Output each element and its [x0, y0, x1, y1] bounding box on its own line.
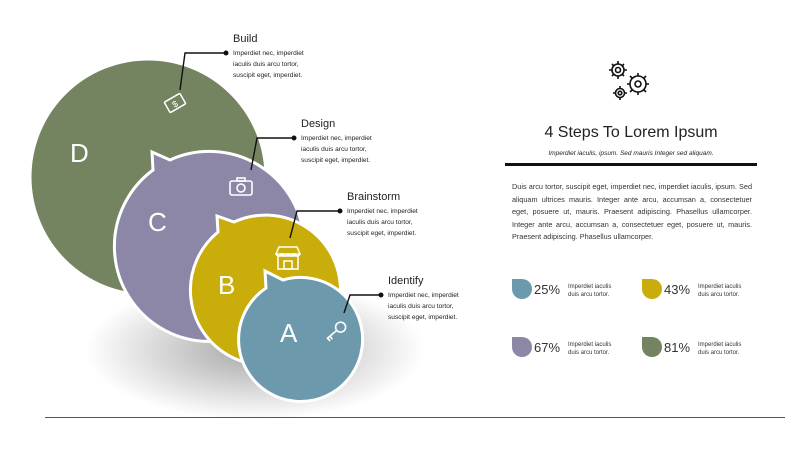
- stat-value: 25%: [534, 282, 561, 297]
- step-desc-line: Imperdiet nec, imperdiet: [347, 208, 418, 215]
- step-callout-brainstorm: Brainstorm Imperdiet nec, imperdiet iacu…: [347, 191, 497, 239]
- step-title: Build: [233, 33, 258, 45]
- leader-line-brainstorm: [289, 208, 343, 239]
- step-desc-line: Imperdiet nec, imperdiet: [301, 135, 372, 142]
- step-title: Brainstorm: [347, 191, 401, 203]
- stat-text-line: Imperdiet iaculis: [568, 284, 612, 290]
- stat-drop-81: [642, 337, 662, 357]
- stat-value: 81%: [664, 340, 691, 355]
- step-description: Imperdiet nec, imperdiet iaculis duis ar…: [347, 206, 497, 239]
- step-letter: B: [218, 270, 235, 300]
- stat-drop-25: [512, 279, 532, 299]
- stat-text: Imperdiet iaculis duis arcu tortor.: [698, 283, 778, 299]
- step-title: Design: [301, 118, 336, 130]
- leader-line-build: [179, 50, 229, 91]
- step-callout-design: Design Imperdiet nec, imperdiet iaculis …: [301, 118, 451, 166]
- step-description: Imperdiet nec, imperdiet iaculis duis ar…: [233, 48, 383, 81]
- stat-text-line: Imperdiet iaculis: [698, 284, 742, 290]
- stat-text-line: duis arcu tortor.: [698, 292, 740, 298]
- step-letter: C: [148, 207, 167, 237]
- stat-value: 67%: [534, 340, 561, 355]
- stat-text: Imperdiet iaculis duis arcu tortor.: [568, 341, 648, 357]
- leader-line-identify: [343, 292, 384, 314]
- step-letter: D: [70, 138, 89, 168]
- stat-text: Imperdiet iaculis duis arcu tortor.: [568, 283, 648, 299]
- panel-divider: [505, 163, 757, 166]
- step-desc-line: iaculis duis arcu tortor,: [301, 146, 367, 153]
- stat-text-line: duis arcu tortor.: [698, 350, 740, 356]
- step-desc-line: suscipit eget, imperdiet.: [347, 230, 417, 237]
- step-callout-build: Build Imperdiet nec, imperdiet iaculis d…: [233, 33, 383, 81]
- panel-title: 4 Steps To Lorem Ipsum: [544, 124, 718, 141]
- store-icon: [274, 246, 302, 270]
- step-desc-line: iaculis duis arcu tortor,: [233, 61, 299, 68]
- step-circle-a: A: [237, 268, 365, 403]
- step-desc-line: suscipit eget, imperdiet.: [301, 157, 371, 164]
- step-desc-line: iaculis duis arcu tortor,: [347, 219, 413, 226]
- stat-value: 43%: [664, 282, 691, 297]
- stat-text-line: duis arcu tortor.: [568, 350, 610, 356]
- step-desc-line: Imperdiet nec, imperdiet: [233, 50, 304, 57]
- stat-text-line: Imperdiet iaculis: [698, 342, 742, 348]
- step-callout-identify: Identify Imperdiet nec, imperdiet iaculi…: [388, 275, 538, 323]
- gears-icon: [609, 61, 649, 100]
- step-letter: A: [280, 318, 298, 348]
- stat-drop-67: [512, 337, 532, 357]
- step-description: Imperdiet nec, imperdiet iaculis duis ar…: [301, 133, 451, 166]
- stat-text-line: duis arcu tortor.: [568, 292, 610, 298]
- key-icon: [326, 321, 347, 342]
- panel-subtitle: Imperdiet iaculis, ipsum. Sed mauris Int…: [548, 150, 714, 157]
- stat-text: Imperdiet iaculis duis arcu tortor.: [698, 341, 778, 357]
- step-desc-line: Imperdiet nec, imperdiet: [388, 292, 459, 299]
- footer-rule: [45, 417, 785, 418]
- camera-icon: [229, 177, 253, 196]
- panel-body-text: Duis arcu tortor, suscipit eget, imperdi…: [512, 182, 752, 242]
- step-desc-line: suscipit eget, imperdiet.: [388, 314, 458, 321]
- step-title: Identify: [388, 275, 424, 287]
- step-description: Imperdiet nec, imperdiet iaculis duis ar…: [388, 290, 538, 323]
- money-icon: $: [163, 92, 187, 114]
- stat-text-line: Imperdiet iaculis: [568, 342, 612, 348]
- svg-text:$: $: [170, 99, 179, 110]
- leader-line-design: [250, 135, 297, 171]
- stat-drop-43: [642, 279, 662, 299]
- step-desc-line: suscipit eget, imperdiet.: [233, 72, 303, 79]
- step-desc-line: iaculis duis arcu tortor,: [388, 303, 454, 310]
